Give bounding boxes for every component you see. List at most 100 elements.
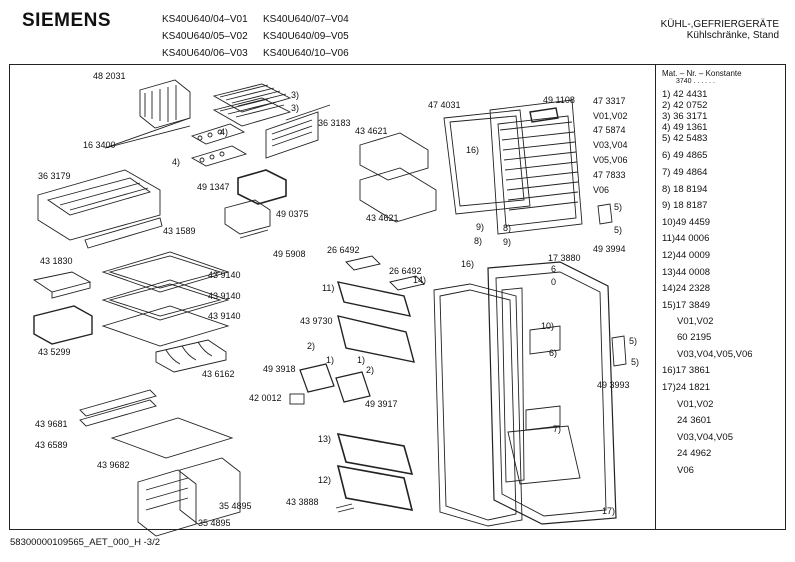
callout-label: 5) (631, 357, 640, 367)
parts-list-entry: 8) 18 8194 (662, 184, 708, 195)
callout-label: 43 9140 (208, 311, 241, 321)
callout-label: 42 0012 (249, 393, 282, 403)
callout-label: 13) (318, 434, 332, 444)
callout-label: 43 4621 (355, 126, 388, 136)
parts-list-entry: 17)24 1821 (662, 382, 711, 393)
parts-list-entry: 24 4962 (677, 448, 712, 459)
callout-label: 43 6589 (35, 440, 68, 450)
parts-list-entry: 24 3601 (677, 415, 712, 426)
callout-label: 43 9730 (300, 316, 333, 326)
callout-label: 43 6162 (202, 369, 235, 379)
callout-label: 17 3880 (548, 253, 581, 263)
callout-label: 26 6492 (327, 245, 360, 255)
callout-label: V03,V04 (593, 140, 628, 150)
callout-label: V01,V02 (593, 111, 628, 121)
callout-label: 43 1830 (40, 256, 73, 266)
callout-label: 4) (172, 157, 181, 167)
callout-label: 49 3994 (593, 244, 626, 254)
parts-list-panel: Mat. – Nr. – Konstante 3740 . . . . . . … (654, 64, 786, 530)
callout-label: 0 (551, 277, 557, 287)
model-number: KS40U640/07–V04 (263, 14, 349, 25)
parts-list-entry: V03,V04,V05 (677, 432, 733, 443)
callout-label: 6) (549, 348, 558, 358)
callout-label: 49 3917 (365, 399, 398, 409)
diagram-frame (9, 64, 656, 530)
callout-label: 47 7833 (593, 170, 626, 180)
model-number: KS40U640/06–V03 (162, 48, 248, 59)
parts-list-entry: V01,V02 (677, 316, 714, 327)
document-id: 58300000109565_AET_000_H -3/2 (10, 537, 161, 548)
category-title: KÜHL-,GEFRIERGERÄTE (660, 19, 779, 30)
callout-label: 26 6492 (389, 266, 422, 276)
parts-list-entry: 16)17 3861 (662, 365, 711, 376)
callout-label: 43 9140 (208, 270, 241, 280)
parts-list-heading: Mat. – Nr. – Konstante (662, 69, 742, 78)
callout-label: 16) (461, 259, 475, 269)
callout-label: 5) (614, 202, 623, 212)
callout-label: 49 3918 (263, 364, 296, 374)
parts-list-entry: V06 (677, 465, 694, 476)
brand-logo: SIEMENS (22, 10, 112, 31)
callout-label: 1) (326, 355, 335, 365)
parts-list-entry: 60 2195 (677, 332, 712, 343)
callout-label: 43 9681 (35, 419, 68, 429)
callout-label: 49 1347 (197, 182, 230, 192)
callout-label: 14) (413, 275, 427, 285)
callout-label: 5) (614, 225, 623, 235)
callout-label: 49 1108 (543, 95, 575, 105)
parts-list-constant: 3740 . . . . . . (676, 78, 715, 85)
callout-label: 12) (318, 475, 332, 485)
category-subtitle: Kühlschränke, Stand (686, 30, 779, 41)
callout-label: 35 4895 (198, 518, 231, 528)
callout-label: 8) (474, 236, 483, 246)
callout-label: 10) (541, 321, 555, 331)
callout-label: 6 (551, 264, 557, 274)
model-number: KS40U640/04–V01 (162, 14, 248, 25)
callout-label: 4) (220, 127, 229, 137)
callout-label: 2) (366, 365, 375, 375)
callout-label: 36 3183 (318, 118, 351, 128)
parts-list-entry: 13)44 0008 (662, 267, 711, 278)
callout-label: 43 4621 (366, 213, 399, 223)
callout-label: 1) (357, 355, 366, 365)
parts-list-entry: 9) 18 8187 (662, 200, 708, 211)
parts-list-entry: 6) 49 4865 (662, 150, 708, 161)
model-number: KS40U640/10–V06 (263, 48, 349, 59)
model-number: KS40U640/09–V05 (263, 31, 349, 42)
callout-label: 17) (602, 506, 616, 516)
callout-label: 8) (503, 223, 512, 233)
callout-label: 49 0375 (276, 209, 309, 219)
callout-label: 43 3888 (286, 497, 319, 507)
parts-list-entry: 15)17 3849 (662, 300, 711, 311)
callout-label: 43 1589 (163, 226, 196, 236)
callout-label: 36 3179 (38, 171, 71, 181)
callout-label: 47 3317 (593, 96, 626, 106)
callout-label: 47 5874 (593, 125, 626, 135)
parts-list-entry: 2) 42 0752 (662, 100, 708, 111)
callout-label: 16 3400 (83, 140, 116, 150)
callout-label: 43 9140 (208, 291, 241, 301)
model-number: KS40U640/05–V02 (162, 31, 248, 42)
parts-list-entry: 4) 49 1361 (662, 122, 708, 133)
parts-list-entry: 5) 42 5483 (662, 133, 708, 144)
callout-label: 43 9682 (97, 460, 130, 470)
callout-label: 49 3993 (597, 380, 630, 390)
parts-list-entry: 12)44 0009 (662, 250, 711, 261)
callout-label: 5) (629, 336, 638, 346)
callout-label: 7) (553, 424, 562, 434)
callout-label: 43 5299 (38, 347, 71, 357)
callout-label: 47 4031 (428, 100, 461, 110)
parts-list-entry: 7) 49 4864 (662, 167, 708, 178)
parts-list-entry: 14)24 2328 (662, 283, 711, 294)
callout-label: 48 2031 (93, 71, 126, 81)
callout-label: 2) (307, 341, 316, 351)
callout-label: 9) (476, 222, 485, 232)
callout-label: 16) (466, 145, 480, 155)
parts-list-entry: 10)49 4459 (662, 217, 711, 228)
callout-label: 11) (322, 283, 335, 293)
parts-list-entry: 3) 36 3171 (662, 111, 708, 122)
parts-list-entry: V03,V04,V05,V06 (677, 349, 753, 360)
callout-label: V06 (593, 185, 610, 195)
callout-label: 3) (291, 90, 300, 100)
